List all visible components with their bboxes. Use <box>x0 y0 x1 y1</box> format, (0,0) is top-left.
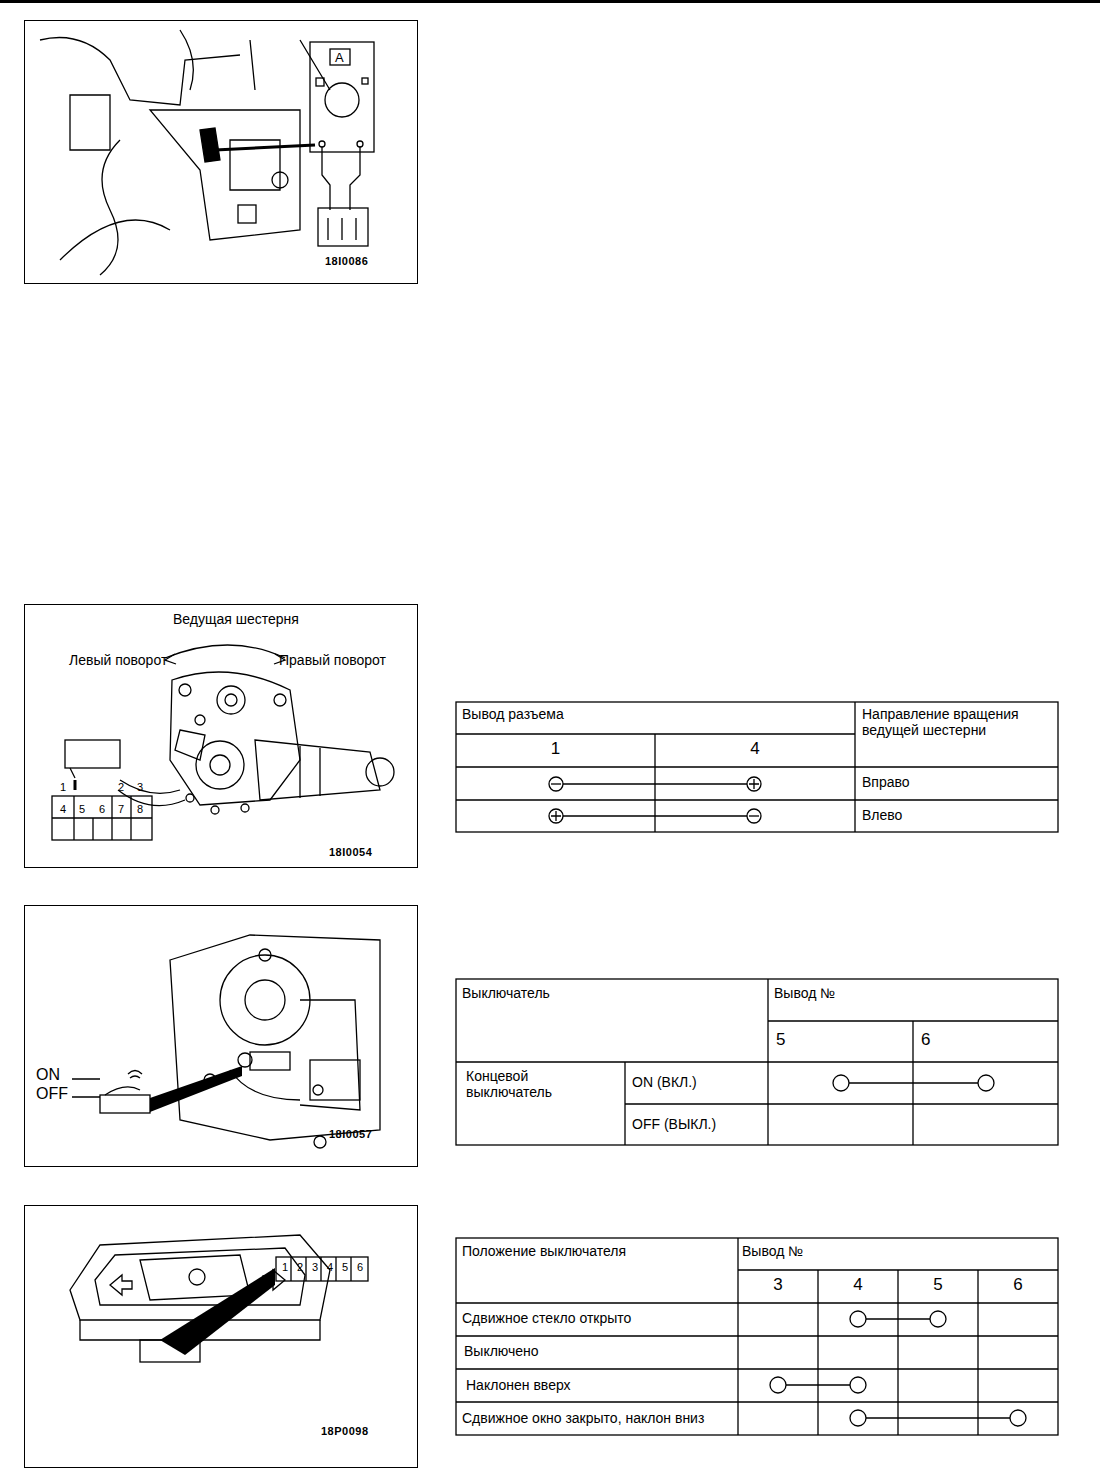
direction-label: Правый поворот <box>279 652 386 668</box>
figure-code: 18I0054 <box>329 846 372 859</box>
pin-number: 2 <box>118 781 124 794</box>
table-cell: Выключено <box>464 1343 734 1359</box>
table-header: Вывод № <box>774 985 1044 1001</box>
table-header: Направление вращения ведущей шестерни <box>862 706 1054 738</box>
figure-frame: ONOFF 18I0057 <box>24 905 418 1167</box>
figure-code: 18P0098 <box>321 1425 369 1438</box>
table-grid <box>456 1238 1058 1435</box>
pin-number: 6 <box>921 1030 1041 1050</box>
pin-number: 4 <box>327 1261 333 1274</box>
table-cell: Сдвижное окно закрыто, наклон вниз <box>462 1410 736 1426</box>
pin-number: 4 <box>60 803 66 816</box>
pin-number: 4 <box>818 1275 898 1295</box>
limit-switch-illustration <box>72 935 380 1148</box>
figure-frame: A 18I0086 <box>24 20 418 284</box>
table-grid <box>456 702 1058 832</box>
sunroof-switch-illustration <box>70 1235 368 1362</box>
table-header: Вывод разъема <box>462 706 842 722</box>
switch-state: OFF <box>36 1085 68 1103</box>
table-header: Положение выключателя <box>462 1243 732 1259</box>
figure-frame: 123456 18P0098 <box>24 1205 418 1468</box>
switch-state: ON <box>36 1066 60 1084</box>
pin-number: 2 <box>297 1261 303 1274</box>
table-cell: Концевой выключатель <box>466 1068 576 1100</box>
pin-number: 1 <box>282 1261 288 1274</box>
table-grid <box>456 979 1058 1145</box>
pin-number: 6 <box>99 803 105 816</box>
table-cell: Наклонен вверх <box>466 1377 734 1393</box>
pin-number: 1 <box>456 739 655 759</box>
pin-number: 5 <box>79 803 85 816</box>
table-cell: Вправо <box>862 774 1052 790</box>
table-cell: ON (ВКЛ.) <box>632 1074 762 1090</box>
table-header: Выключатель <box>462 985 752 1001</box>
pin-number: 5 <box>342 1261 348 1274</box>
figure-code: 18I0086 <box>325 255 368 268</box>
pin-number: 5 <box>898 1275 978 1295</box>
table-cell: Сдвижное стекло открыто <box>462 1310 734 1326</box>
direction-label: Левый поворот <box>69 652 167 668</box>
pin-number: 3 <box>137 781 143 794</box>
table-header: Вывод № <box>742 1243 1042 1259</box>
pin-number: 5 <box>776 1030 896 1050</box>
pin-number: 1 <box>60 781 66 794</box>
pin-number: 4 <box>655 739 855 759</box>
meter-letter: A <box>335 51 344 66</box>
pin-number: 6 <box>357 1261 363 1274</box>
pin-number: 3 <box>312 1261 318 1274</box>
figure-code: 18I0057 <box>329 1128 372 1141</box>
motor-illustration <box>52 645 394 840</box>
part-name: Ведущая шестерня <box>173 611 299 627</box>
pin-number: 8 <box>137 803 143 816</box>
table-cell: OFF (ВЫКЛ.) <box>632 1116 762 1132</box>
ammeter-illustration <box>40 30 374 275</box>
pin-number: 6 <box>978 1275 1058 1295</box>
pin-number: 3 <box>738 1275 818 1295</box>
table-cell: Влево <box>862 807 1052 823</box>
figure-frame: Ведущая шестерняЛевый поворот Правый пово… <box>24 604 418 868</box>
pin-number: 7 <box>118 803 124 816</box>
